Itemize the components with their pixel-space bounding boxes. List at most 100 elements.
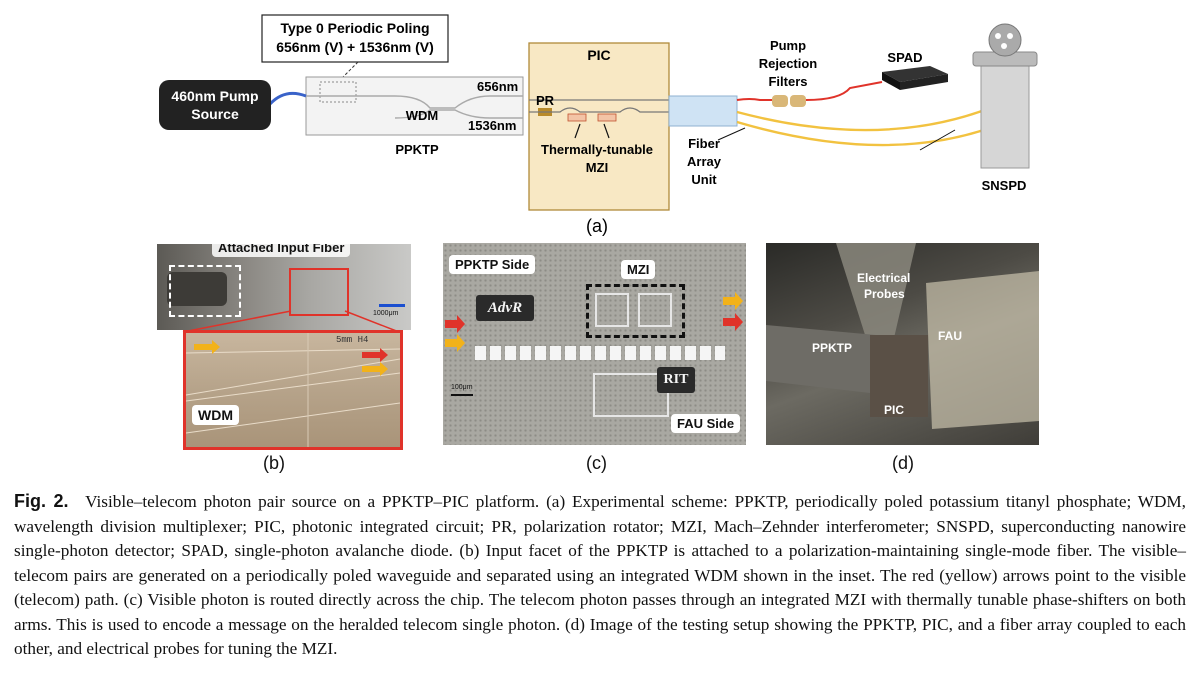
scale-bar-b xyxy=(379,304,405,307)
inset-waveguides xyxy=(186,333,400,447)
probes-label-1: Electrical xyxy=(857,271,911,285)
heater-1 xyxy=(567,113,587,122)
heater-2 xyxy=(597,113,617,122)
pic-waveguide-bottom xyxy=(529,107,669,113)
panel-a-letter: (a) xyxy=(586,216,608,236)
panel-b-photo: 1000μm Attached Input Fiber xyxy=(157,244,411,330)
filters-label-3: Filters xyxy=(768,74,807,89)
panel-c-photo: AdvR RIT 100μm PPKTP Side MZI FAU Side xyxy=(443,243,746,445)
red-fiber xyxy=(736,98,772,101)
snspd-port-1 xyxy=(995,33,1001,39)
poling-label-box xyxy=(261,14,449,63)
scale-label-b: 1000μm xyxy=(373,310,399,317)
pump-fiber xyxy=(268,91,307,106)
panel-d-letter: (d) xyxy=(892,453,914,473)
ppktp-label: PPKTP xyxy=(395,142,439,157)
arrow-red-out-c xyxy=(723,313,743,331)
rit-logo: RIT xyxy=(657,367,695,393)
snspd-port-2 xyxy=(1007,33,1013,39)
pump-label-1: 460nm Pump xyxy=(171,88,258,104)
panel-b: 1000μm Attached Input Fiber 5mm H4 WDM (… xyxy=(155,232,415,482)
snspd-head xyxy=(988,23,1022,57)
ppktp-label-d: PPKTP xyxy=(812,341,853,355)
inset-guide-4 xyxy=(186,402,400,434)
pr-label: PR xyxy=(536,93,555,108)
bottom-cells xyxy=(593,373,669,417)
arrow-red-out xyxy=(362,348,388,362)
probe-bundle xyxy=(836,243,916,338)
spad-device-side xyxy=(882,72,900,90)
filters-label-1: Pump xyxy=(770,38,806,53)
scale-label-c: 100μm xyxy=(451,384,473,391)
inset-guide-2 xyxy=(186,358,400,396)
pic-box xyxy=(528,42,670,211)
pic-chip xyxy=(870,335,928,417)
pic-label: PIC xyxy=(587,47,610,63)
mzi-cell-2 xyxy=(638,293,672,327)
ppktp-chip xyxy=(305,76,524,136)
pic-label-d: PIC xyxy=(884,403,905,417)
out-656-label: 656nm xyxy=(477,79,518,94)
mzi-arrow-1 xyxy=(574,123,581,139)
poling-region xyxy=(319,81,357,103)
arrow-yellow-in xyxy=(194,340,220,354)
poling-label-1: Type 0 Periodic Poling xyxy=(280,20,429,36)
inset-scale-label: 5mm H4 xyxy=(336,335,369,345)
ppktp-waveguide xyxy=(306,95,523,109)
fau-label-d: FAU xyxy=(938,329,962,343)
snspd-port-3 xyxy=(1001,43,1007,49)
mzi-cell-1 xyxy=(595,293,629,327)
advr-logo: AdvR xyxy=(476,295,534,321)
snspd-body xyxy=(980,55,1030,169)
inset-wdm-label: WDM xyxy=(192,405,239,425)
attached-fiber-label: Attached Input Fiber xyxy=(212,244,351,257)
red-zoom-box xyxy=(289,268,349,316)
caption-label: Fig. 2. xyxy=(14,491,69,511)
fau-side-label: FAU Side xyxy=(671,414,741,433)
zoom-lines xyxy=(182,310,400,333)
panel-b-letter: (b) xyxy=(263,453,285,473)
figure-caption: Fig. 2. Visible–telecom photon pair sour… xyxy=(14,489,1186,662)
mzi-arrow-2 xyxy=(603,123,610,139)
mzi-outline xyxy=(586,284,685,338)
spad-label: SPAD xyxy=(887,50,922,65)
panel-d-shapes xyxy=(766,243,1039,429)
ppktp-side-label: PPKTP Side xyxy=(449,255,536,274)
panel-a-diagram: Type 0 Periodic Poling 656nm (V) + 1536n… xyxy=(159,14,1038,236)
filter-1 xyxy=(772,95,788,107)
arrow-orange-out-c xyxy=(723,292,743,310)
fiber-ferrule xyxy=(167,272,227,306)
arrow-red-in-c xyxy=(445,315,465,333)
fiber-outline-box xyxy=(169,265,241,317)
out-1536-label: 1536nm xyxy=(468,118,516,133)
panel-c-letter: (c) xyxy=(586,453,607,473)
filters-label-2: Rejection xyxy=(759,56,818,71)
mzi-label-c: MZI xyxy=(621,260,656,279)
panel-c-arrows xyxy=(445,292,743,396)
wdm-label: WDM xyxy=(406,108,439,123)
fau-label-1: Fiber xyxy=(688,136,720,151)
mzi-label-2: MZI xyxy=(586,160,608,175)
probes-label-2: Probes xyxy=(864,287,905,301)
zoom-line-left xyxy=(182,310,292,333)
inset-guide-1 xyxy=(186,348,400,354)
fau-arrow xyxy=(717,127,746,141)
arrow-yellow-in-c xyxy=(445,334,465,352)
arrow-yellow-out xyxy=(362,362,388,376)
fau-label-2: Array xyxy=(687,154,722,169)
mzi-label-1: Thermally-tunable xyxy=(541,142,653,157)
inset-guide-3 xyxy=(186,372,400,402)
zoom-line-right xyxy=(344,310,400,333)
panel-a: Type 0 Periodic Poling 656nm (V) + 1536n… xyxy=(0,0,1200,240)
filter-2 xyxy=(790,95,806,107)
red-fiber-2 xyxy=(805,81,883,101)
wdm-inset: 5mm H4 WDM xyxy=(183,330,403,450)
panel-d: Electrical Probes PPKTP FAU PIC (d) xyxy=(766,243,1041,483)
spad-device xyxy=(882,66,948,82)
snspd-arrow xyxy=(919,129,956,151)
caption-text: Visible–telecom photon pair source on a … xyxy=(14,492,1186,658)
fau-label-3: Unit xyxy=(691,172,717,187)
snspd-label: SNSPD xyxy=(982,178,1027,193)
panel-c: AdvR RIT 100μm PPKTP Side MZI FAU Side (… xyxy=(443,243,748,483)
fau-block xyxy=(926,271,1039,429)
